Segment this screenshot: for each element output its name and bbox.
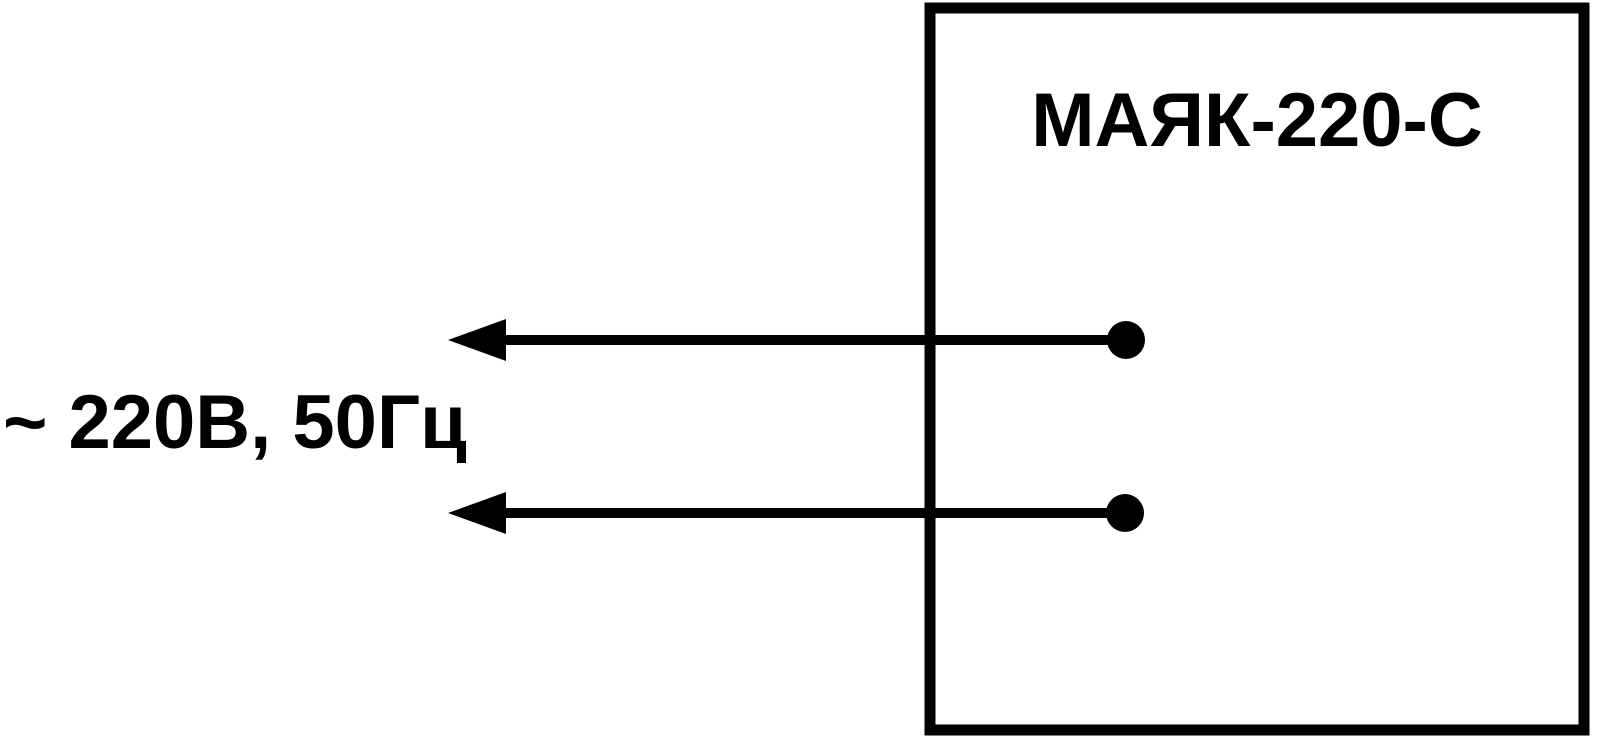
wire-2-arrowhead xyxy=(448,492,506,534)
wire-terminal-2 xyxy=(448,492,1144,534)
device-label: МАЯК-220-С xyxy=(1031,78,1483,163)
wire-terminal-1 xyxy=(448,319,1145,361)
device-box xyxy=(924,2,1590,736)
terminal-dot-1 xyxy=(1107,321,1145,359)
power-supply-label: ~ 220В, 50Гц xyxy=(3,380,467,465)
wire-1-arrowhead xyxy=(448,319,506,361)
terminal-dot-2 xyxy=(1106,494,1144,532)
